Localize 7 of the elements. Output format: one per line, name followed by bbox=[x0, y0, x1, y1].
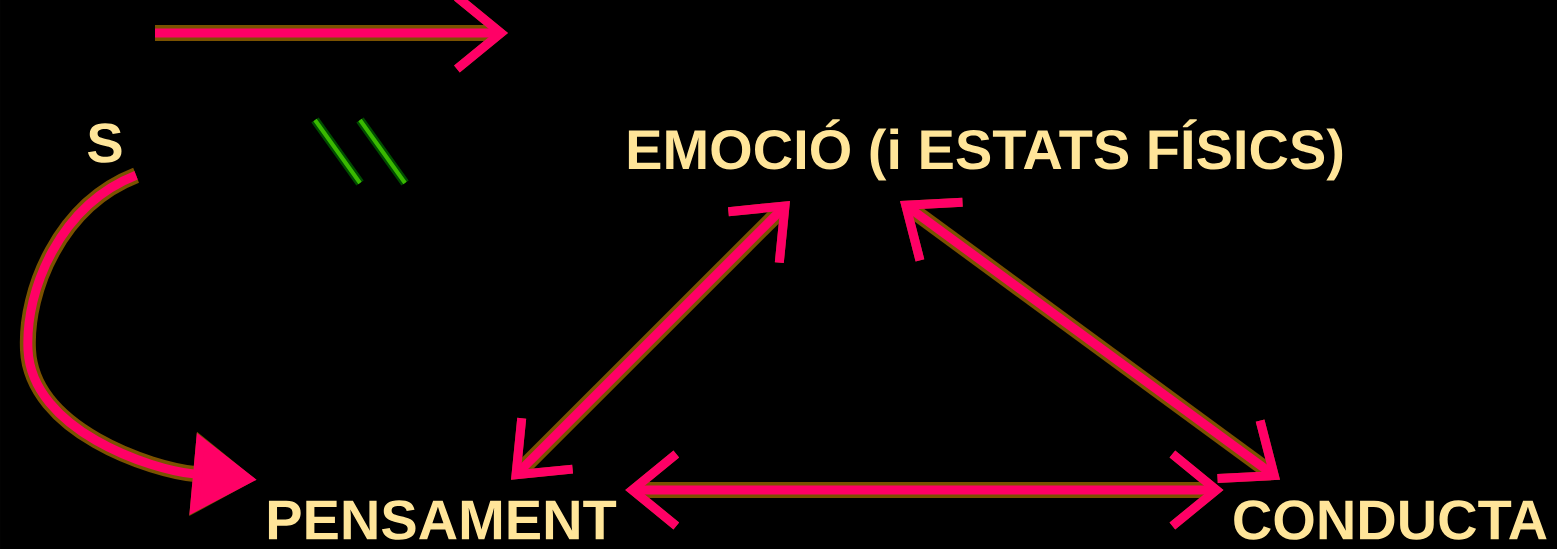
arrow bbox=[900, 197, 1280, 484]
node-label: EMOCIÓ (i ESTATS FÍSICS) bbox=[628, 119, 1343, 181]
arrow bbox=[625, 450, 1224, 530]
node-label: CONDUCTA bbox=[1234, 500, 1547, 540]
arrow bbox=[511, 201, 790, 480]
node-label: S bbox=[87, 123, 122, 163]
node-label: PENSAMENT bbox=[268, 500, 617, 540]
